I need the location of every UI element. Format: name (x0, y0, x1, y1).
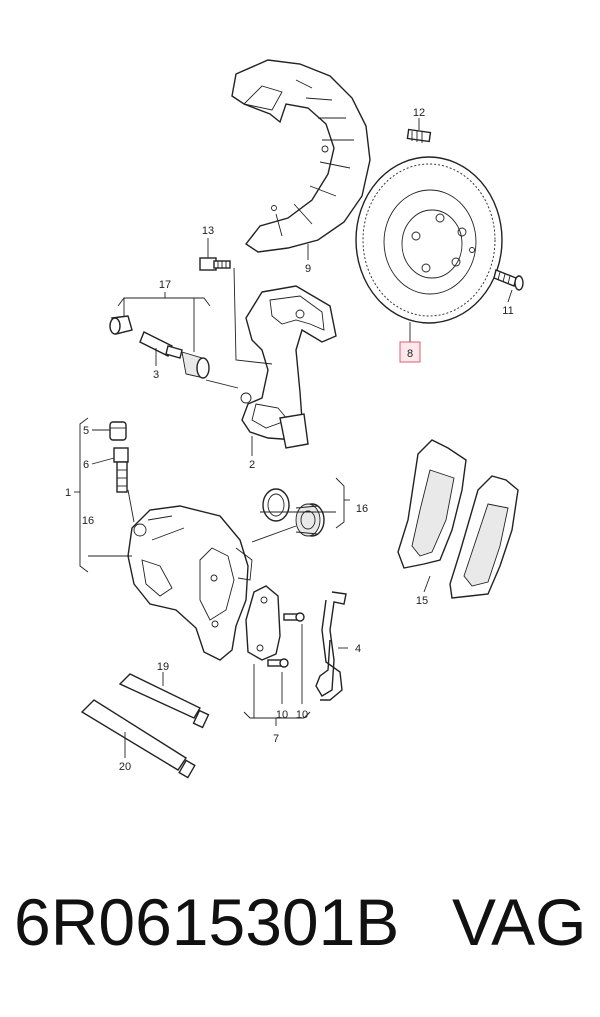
bleed-cap-part-5 (109, 421, 127, 441)
spring-clip-part-4 (315, 591, 347, 701)
splash-shield-part-9 (231, 59, 371, 253)
screw-part-10a (283, 612, 305, 622)
seal-part-16 (262, 488, 290, 522)
bolt-part-12 (406, 128, 432, 143)
callout-2: 2 (249, 459, 255, 471)
bolt-part-13 (199, 257, 231, 271)
callout-16-right: 16 (356, 503, 368, 515)
callout-12: 12 (413, 107, 425, 119)
callout-20: 20 (119, 761, 131, 773)
callout-15: 15 (416, 595, 428, 607)
callout-8-highlight (399, 341, 421, 363)
brake-pad-set-part-15 (397, 439, 519, 599)
callout-9: 9 (305, 263, 311, 275)
screw-part-10b (267, 658, 289, 668)
piston-part-16 (295, 503, 325, 537)
callout-19: 19 (157, 661, 169, 673)
callout-17: 17 (159, 279, 171, 291)
grease-tube-part-20 (80, 699, 196, 779)
callout-8: 8 (407, 348, 413, 360)
part-number-label: 6R0615301B (14, 885, 400, 959)
callout-4: 4 (355, 643, 361, 655)
callout-5: 5 (83, 425, 89, 437)
caliper-carrier-part-2 (240, 285, 337, 449)
bleed-screw-part-6 (113, 447, 129, 493)
callout-16-left: 16 (82, 515, 94, 527)
brake-assembly-diagram: 12 13 9 17 11 8 3 5 6 2 1 16 16 15 4 10 … (65, 59, 524, 779)
callout-13: 13 (202, 225, 214, 237)
callout-7: 7 (273, 733, 279, 745)
caliper-housing-part-1 (127, 505, 253, 661)
callout-11: 11 (502, 305, 513, 317)
leader-lines (74, 118, 513, 758)
callout-1: 1 (65, 487, 71, 499)
guide-pin-set-part-3 (109, 315, 210, 379)
callout-3: 3 (153, 369, 159, 381)
brake-disc-part-8 (355, 156, 503, 324)
callout-6: 6 (83, 459, 89, 471)
brand-label: VAG (452, 885, 587, 959)
grease-tube-part-19 (118, 673, 210, 729)
cover-plate-part-7 (245, 585, 281, 661)
callout-10-left: 10 (276, 709, 288, 721)
callout-10-right: 10 (296, 709, 308, 721)
bolt-part-11 (493, 269, 524, 291)
